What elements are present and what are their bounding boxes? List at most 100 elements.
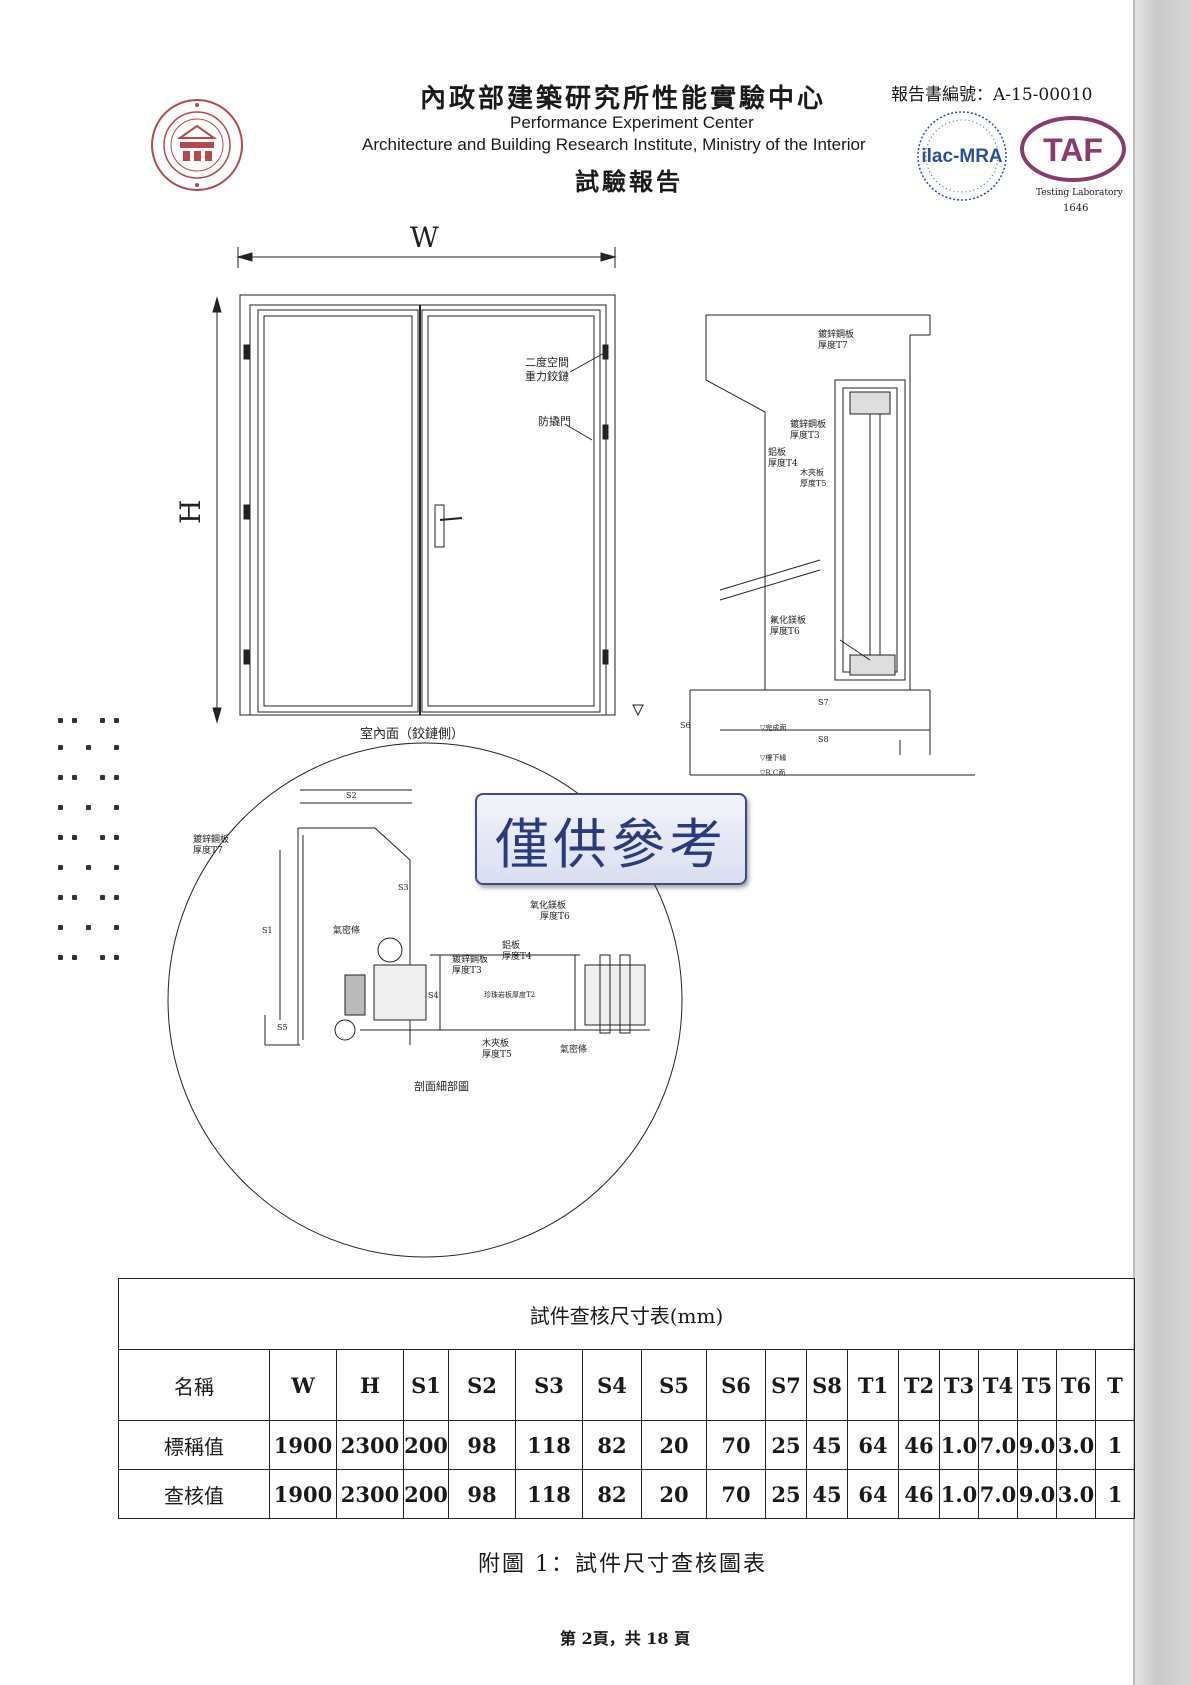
table-cell: 1900 bbox=[269, 1420, 337, 1470]
svg-text:TAF: TAF bbox=[1043, 132, 1103, 168]
detail-t4-1: 鋁板 bbox=[502, 939, 520, 951]
table-cell: 118 bbox=[515, 1420, 583, 1470]
table-cell: 70 bbox=[706, 1420, 766, 1470]
testing-lab-number: 1646 bbox=[1063, 203, 1089, 214]
page-edge-line bbox=[1133, 0, 1135, 1685]
detail-t5-1: 木夾板 bbox=[482, 1037, 509, 1049]
label-s6: S6 bbox=[680, 721, 691, 730]
table-cell: 1 bbox=[1095, 1420, 1135, 1470]
table-header-cell: T5 bbox=[1017, 1349, 1057, 1421]
table-row: 標稱值 1900 2300 200 98 118 82 20 70 25 45 … bbox=[118, 1420, 1135, 1470]
sec-t6-1: 氟化鎂板 bbox=[770, 614, 806, 626]
level-finish: ▽完成面 bbox=[760, 723, 786, 732]
taf-logo: TAF bbox=[1020, 116, 1126, 182]
table-header-cell: S4 bbox=[582, 1349, 642, 1421]
detail-core: 珍珠岩板厚度T2 bbox=[484, 990, 535, 999]
level-rc: ▽R.C面 bbox=[760, 769, 785, 777]
institute-seal-logo bbox=[151, 99, 243, 191]
sec-t7-2: 厚度T7 bbox=[818, 339, 848, 351]
sec-t5-2: 厚度T5 bbox=[800, 478, 826, 488]
org-name-en-2: Architecture and Building Research Insti… bbox=[362, 135, 866, 154]
table-header-row: 名稱 W H S1 S2 S3 S4 S5 S6 S7 S8 T1 T2 T3 … bbox=[118, 1349, 1135, 1421]
table-cell: 1900 bbox=[269, 1469, 337, 1519]
table-cell: 查核值 bbox=[118, 1469, 270, 1519]
table-cell: 20 bbox=[641, 1469, 707, 1519]
label-s8: S8 bbox=[818, 735, 829, 744]
table-cell: 46 bbox=[898, 1469, 940, 1519]
detail-label-s1: S1 bbox=[262, 926, 273, 935]
table-header-cell: T1 bbox=[847, 1349, 899, 1421]
sec-t6-2: 厚度T6 bbox=[770, 625, 800, 637]
detail-t5-2: 厚度T5 bbox=[482, 1048, 512, 1060]
ilac-mra-logo: ilac-MRA bbox=[917, 111, 1007, 201]
table-header-cell: S1 bbox=[403, 1349, 449, 1421]
figure-caption: 附圖 1：試件尺寸查核圖表 bbox=[478, 1552, 767, 1577]
table-header-cell: S8 bbox=[806, 1349, 848, 1421]
page-footer: 第 2頁，共 18 頁 bbox=[560, 1629, 691, 1648]
table-cell: 98 bbox=[448, 1469, 516, 1519]
report-number: 報告書編號：A-15-00010 bbox=[891, 85, 1093, 105]
table-cell: 46 bbox=[898, 1420, 940, 1470]
detail-seal-2: 氣密條 bbox=[560, 1043, 587, 1055]
table-cell: 64 bbox=[847, 1420, 899, 1470]
table-cell: 7.0 bbox=[978, 1420, 1018, 1470]
detail-t3-2: 厚度T3 bbox=[452, 964, 482, 976]
table-cell: 200 bbox=[403, 1469, 449, 1519]
table-header-cell: S5 bbox=[641, 1349, 707, 1421]
table-cell: 25 bbox=[765, 1469, 807, 1519]
table-header-cell: S7 bbox=[765, 1349, 807, 1421]
table-cell: 82 bbox=[582, 1420, 642, 1470]
table-cell: 1 bbox=[1095, 1469, 1135, 1519]
label-s7: S7 bbox=[818, 698, 829, 707]
sec-t4-2: 厚度T4 bbox=[768, 457, 798, 469]
table-cell: 200 bbox=[403, 1420, 449, 1470]
table-cell: 標稱值 bbox=[118, 1420, 270, 1470]
table-cell: 98 bbox=[448, 1420, 516, 1470]
table-header-cell: W bbox=[269, 1349, 337, 1421]
table-header-cell: S3 bbox=[515, 1349, 583, 1421]
sec-t3-2: 厚度T3 bbox=[790, 429, 820, 441]
detail-t3-1: 鍍鋅鋼板 bbox=[452, 953, 488, 965]
detail-t7-1: 鍍鋅鋼板 bbox=[193, 833, 229, 845]
detail-label-s2: S2 bbox=[346, 791, 357, 800]
table-cell: 1.0 bbox=[939, 1469, 979, 1519]
sec-t4-1: 鋁板 bbox=[768, 446, 786, 458]
table-cell: 7.0 bbox=[978, 1469, 1018, 1519]
table-cell: 25 bbox=[765, 1420, 807, 1470]
technical-drawing: W H 二度空間 重力鉸鏈 防撬門 室內面（鉸鏈側） 鍍鋅鋼板 厚度T7 鍍鋅鋼… bbox=[167, 221, 975, 1258]
table-header-cell: S6 bbox=[706, 1349, 766, 1421]
table-cell: 70 bbox=[706, 1469, 766, 1519]
testing-lab-label: Testing Laboratory bbox=[1036, 188, 1123, 198]
org-name-en-1: Performance Experiment Center bbox=[510, 113, 754, 132]
dimension-table-wrapper: 試件查核尺寸表(mm) 名稱 W H S1 S2 S3 S4 S5 S6 S7 … bbox=[0, 1278, 1135, 1538]
detail-t6-2: 厚度T6 bbox=[540, 910, 570, 922]
table-header-cell: T4 bbox=[978, 1349, 1018, 1421]
dimension-table: 試件查核尺寸表(mm) 名稱 W H S1 S2 S3 S4 S5 S6 S7 … bbox=[118, 1278, 1135, 1519]
table-cell: 45 bbox=[806, 1420, 848, 1470]
table-cell: 3.0 bbox=[1056, 1469, 1096, 1519]
table-cell: 20 bbox=[641, 1420, 707, 1470]
table-cell: 3.0 bbox=[1056, 1420, 1096, 1470]
table-header-cell: T2 bbox=[898, 1349, 940, 1421]
detail-t7-2: 厚度T7 bbox=[193, 844, 223, 856]
detail-label-s4: S4 bbox=[428, 991, 439, 1000]
table-header-cell: T bbox=[1095, 1349, 1135, 1421]
detail-t6-1: 氧化鎂板 bbox=[530, 899, 566, 911]
table-cell: 2300 bbox=[336, 1420, 404, 1470]
dim-h-label: H bbox=[174, 500, 207, 524]
level-beam: ▽樓下緣 bbox=[760, 753, 786, 762]
reference-only-stamp: 僅供參考 bbox=[475, 793, 747, 885]
detail-t4-2: 厚度T4 bbox=[502, 950, 532, 962]
table-cell: 9.0 bbox=[1017, 1469, 1057, 1519]
sec-t5-1: 木夾板 bbox=[800, 467, 824, 477]
table-cell: 9.0 bbox=[1017, 1420, 1057, 1470]
detail-seal: 氣密條 bbox=[333, 924, 360, 936]
table-header-cell: 名稱 bbox=[118, 1349, 270, 1421]
org-name-cn: 內政部建築研究所性能實驗中心 bbox=[420, 84, 827, 114]
note-door: 防撬門 bbox=[538, 414, 571, 428]
detail-label-s5: S5 bbox=[277, 1023, 288, 1032]
table-row: 查核值 1900 2300 200 98 118 82 20 70 25 45 … bbox=[118, 1469, 1135, 1519]
table-header-cell: T3 bbox=[939, 1349, 979, 1421]
table-cell: 82 bbox=[582, 1469, 642, 1519]
table-header-cell: T6 bbox=[1056, 1349, 1096, 1421]
